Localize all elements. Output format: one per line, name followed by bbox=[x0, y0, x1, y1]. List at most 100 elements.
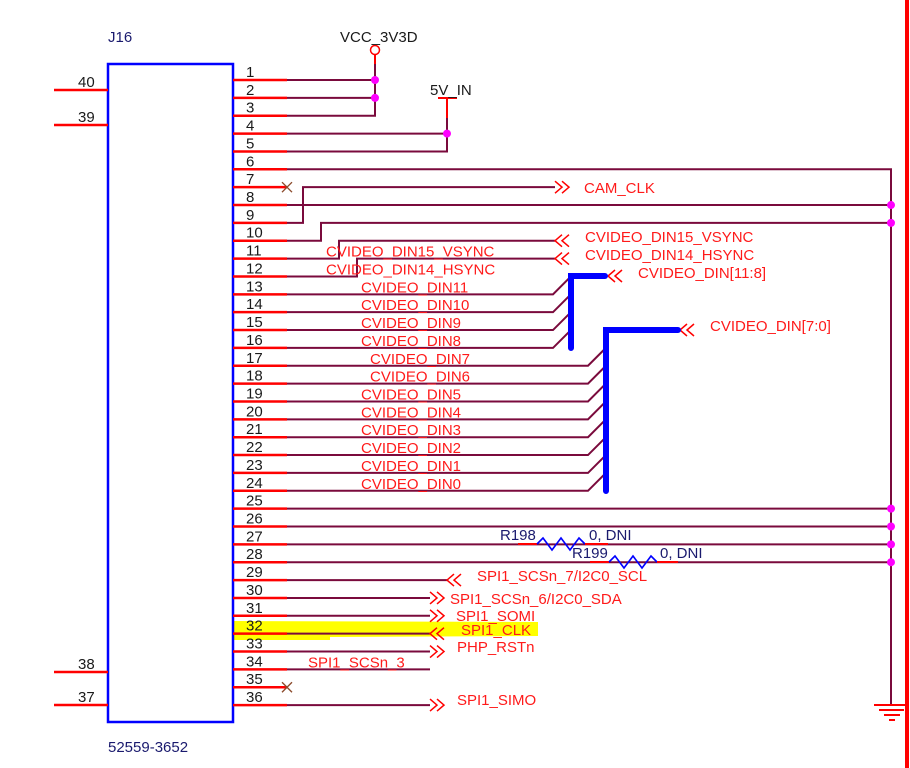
5v-power-symbol[interactable]: 5V_IN bbox=[430, 82, 472, 118]
pin-7[interactable]: 7 bbox=[233, 171, 287, 189]
port-vsync[interactable] bbox=[553, 234, 570, 248]
port-clk[interactable] bbox=[428, 627, 445, 641]
junction-dot bbox=[887, 558, 895, 567]
net-label-din: CVIDEO_DIN3 bbox=[361, 422, 461, 439]
pin-number: 3 bbox=[246, 100, 254, 117]
wire-pin-20[interactable] bbox=[287, 400, 607, 421]
wire-pin-16[interactable] bbox=[287, 329, 572, 349]
resistor-r198[interactable]: R198 0, DNI bbox=[500, 527, 632, 552]
wire-pin-23[interactable] bbox=[287, 454, 607, 474]
pin-1[interactable]: 1 bbox=[233, 64, 287, 82]
wire-pin-18[interactable] bbox=[287, 364, 607, 385]
pin-26[interactable]: 26 bbox=[233, 511, 287, 528]
pin-18[interactable]: 18 bbox=[233, 368, 287, 385]
pin-number: 11 bbox=[246, 243, 262, 260]
bus-din-7-0[interactable] bbox=[603, 327, 681, 494]
wire-pin-13[interactable] bbox=[287, 275, 572, 296]
pin-28[interactable]: 28 bbox=[233, 546, 287, 564]
pin-29[interactable]: 29 bbox=[233, 564, 287, 582]
pin-14[interactable]: 14 bbox=[233, 296, 287, 314]
pin-38[interactable]: 38 bbox=[54, 656, 108, 674]
pin-34[interactable]: 34 bbox=[233, 653, 287, 671]
port-scl[interactable] bbox=[445, 573, 462, 587]
wire-pin-17[interactable] bbox=[287, 347, 607, 367]
ground-symbol-icon[interactable] bbox=[874, 704, 906, 721]
pin-39[interactable]: 39 bbox=[54, 109, 108, 127]
wire-pin-21[interactable] bbox=[287, 418, 607, 439]
pin-40[interactable]: 40 bbox=[54, 74, 108, 92]
net-label-din: CVIDEO_DIN1 bbox=[361, 458, 461, 475]
connector-body[interactable] bbox=[106, 62, 235, 724]
part-number-label: 52559-3652 bbox=[108, 739, 188, 756]
pin-10[interactable]: 10 bbox=[233, 225, 287, 242]
wire-pin-12[interactable] bbox=[287, 257, 555, 278]
pin-13[interactable]: 13 bbox=[233, 278, 287, 296]
pin-number: 22 bbox=[246, 439, 263, 456]
wire-pin-15[interactable] bbox=[287, 311, 572, 332]
wire-pin-24[interactable] bbox=[287, 472, 607, 492]
vcc-power-symbol[interactable]: VCC_3V3D bbox=[340, 29, 418, 64]
pin-4[interactable]: 4 bbox=[233, 118, 287, 135]
junction-dot bbox=[887, 504, 895, 513]
pin-3[interactable]: 3 bbox=[233, 100, 287, 117]
port-label-bus-hi: CVIDEO_DIN[11:8] bbox=[638, 265, 766, 282]
wire-pin-5[interactable] bbox=[287, 118, 448, 153]
pin-19[interactable]: 19 bbox=[233, 385, 287, 403]
port-label-vsync: CVIDEO_DIN15_VSYNC bbox=[585, 229, 754, 246]
wire-pin-9[interactable] bbox=[287, 186, 555, 224]
pin-number: 8 bbox=[246, 189, 254, 206]
port-bus-din-11-8[interactable] bbox=[606, 269, 623, 283]
pin-33[interactable]: 33 bbox=[233, 636, 287, 653]
port-simo[interactable] bbox=[429, 698, 446, 712]
net-label-din: CVIDEO_DIN5 bbox=[361, 386, 461, 403]
pin-17[interactable]: 17 bbox=[233, 350, 287, 368]
pin-5[interactable]: 5 bbox=[233, 135, 287, 153]
wire-pin-11[interactable] bbox=[287, 239, 555, 260]
pin-number: 9 bbox=[246, 207, 254, 224]
wire-pin-19[interactable] bbox=[287, 382, 607, 403]
pin-21[interactable]: 21 bbox=[233, 421, 287, 439]
pin-number: 18 bbox=[246, 368, 263, 385]
pin-23[interactable]: 23 bbox=[233, 457, 287, 475]
pin-9[interactable]: 9 bbox=[233, 207, 287, 225]
port-cam-clk[interactable] bbox=[554, 180, 571, 194]
pin-11[interactable]: 11 bbox=[233, 243, 287, 260]
pin-27[interactable]: 27 bbox=[233, 528, 287, 546]
bus-din-11-8[interactable] bbox=[568, 273, 608, 351]
wire-pin-10[interactable] bbox=[287, 221, 891, 242]
pin-number: 7 bbox=[246, 171, 254, 188]
pin-8[interactable]: 8 bbox=[233, 189, 287, 207]
r199-zigzag-icon bbox=[608, 554, 658, 570]
port-sda[interactable] bbox=[429, 591, 446, 605]
pin-16[interactable]: 16 bbox=[233, 332, 287, 350]
no-connect-icon bbox=[281, 181, 293, 193]
wire-pin-14[interactable] bbox=[287, 293, 572, 314]
junction-dot bbox=[887, 218, 895, 227]
port-bus-din-7-0[interactable] bbox=[678, 323, 695, 337]
wire-pin-3[interactable] bbox=[287, 64, 376, 117]
pin-22[interactable]: 22 bbox=[233, 439, 287, 457]
pin-30[interactable]: 30 bbox=[233, 582, 287, 600]
wire-pin-22[interactable] bbox=[287, 436, 607, 457]
pin-32[interactable]: 32 bbox=[233, 618, 287, 635]
resistor-r199[interactable]: R199 0, DNI bbox=[572, 545, 703, 570]
port-rst[interactable] bbox=[429, 644, 446, 659]
pin-36[interactable]: 36 bbox=[233, 689, 287, 707]
port-somi[interactable] bbox=[429, 609, 446, 623]
pin-20[interactable]: 20 bbox=[233, 403, 287, 421]
port-hsync[interactable] bbox=[553, 252, 570, 266]
r198-value: 0, DNI bbox=[589, 527, 632, 544]
pin-6[interactable]: 6 bbox=[233, 153, 287, 171]
pin-24[interactable]: 24 bbox=[233, 475, 287, 493]
pin-35[interactable]: 35 bbox=[233, 671, 287, 689]
pin-number: 24 bbox=[246, 475, 263, 492]
pin-25[interactable]: 25 bbox=[233, 493, 287, 510]
pin-12[interactable]: 12 bbox=[233, 260, 287, 278]
port-label-cam-clk: CAM_CLK bbox=[584, 180, 655, 197]
r199-value: 0, DNI bbox=[660, 545, 703, 562]
pin-15[interactable]: 15 bbox=[233, 314, 287, 332]
pin-2[interactable]: 2 bbox=[233, 82, 287, 100]
pin-37[interactable]: 37 bbox=[54, 689, 108, 707]
pin-31[interactable]: 31 bbox=[233, 600, 287, 618]
